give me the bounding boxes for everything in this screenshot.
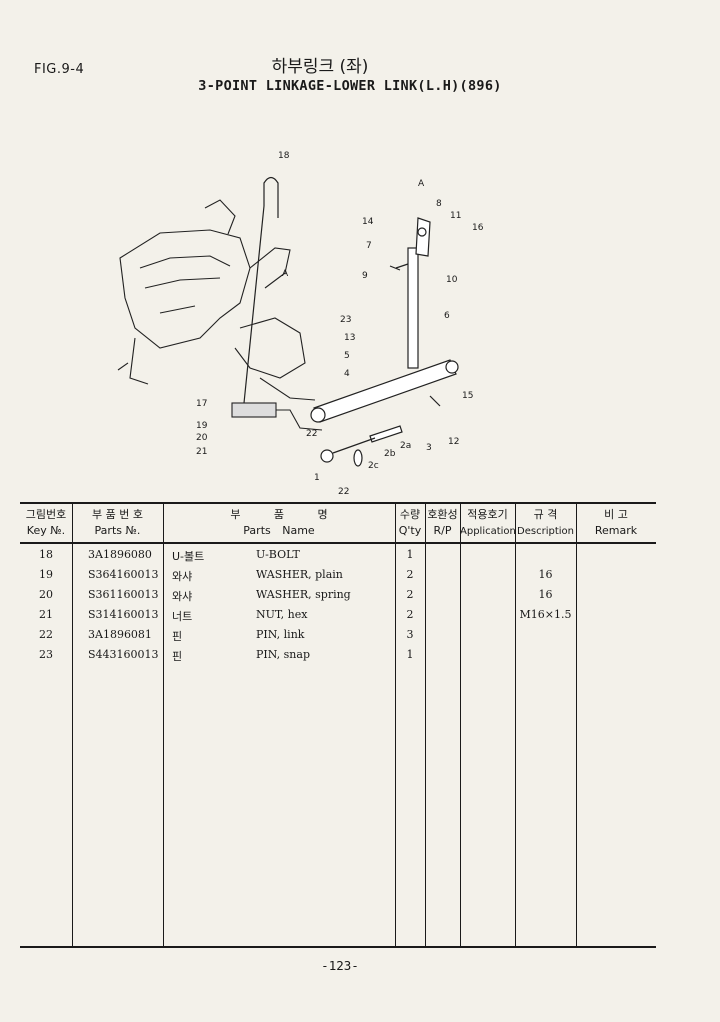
- header-remark-ko: 비 고: [604, 508, 628, 521]
- cell-key: 19: [39, 568, 53, 581]
- header-interchange-en: R/P: [433, 524, 452, 537]
- exploded-parts-diagram: 18 A 8 11 16 14 7 9 10 A 6 23 13 5 4 15 …: [117, 151, 484, 497]
- cell-part-no: S361160013: [88, 588, 159, 601]
- header-parts-name-en: Parts Name: [243, 524, 315, 537]
- cell-part-no: S443160013: [88, 648, 159, 661]
- cell-description: 16: [538, 588, 553, 601]
- callout-9: 9: [362, 271, 368, 281]
- table-row: 21 S314160013 너트 NUT, hex 2 M16×1.5: [20, 608, 656, 627]
- cell-description: M16×1.5: [519, 608, 572, 621]
- callout-14: 14: [362, 217, 374, 227]
- callout-2b: 2b: [384, 449, 396, 459]
- page-title-korean: 하부링크 (좌): [271, 57, 369, 77]
- callout-7: 7: [366, 241, 372, 251]
- tractor-body-sketch: [117, 199, 323, 431]
- callout-2a: 2a: [400, 441, 411, 451]
- cell-part-no: S364160013: [88, 568, 159, 581]
- cell-name-en: U-BOLT: [256, 548, 300, 561]
- cell-name-ko: 와샤: [172, 590, 193, 603]
- callout-6: 6: [444, 311, 450, 321]
- callout-23: 23: [340, 315, 351, 325]
- callout-10: 10: [446, 275, 458, 285]
- header-description-ko: 규 격: [533, 508, 558, 521]
- cell-name-en: NUT, hex: [256, 608, 308, 621]
- cell-qty: 1: [406, 648, 414, 661]
- callout-4: 4: [344, 369, 350, 379]
- cell-key: 18: [39, 548, 53, 561]
- callout-18: 18: [278, 151, 290, 161]
- cell-key: 23: [39, 648, 53, 661]
- callout-12: 12: [448, 437, 459, 447]
- header-application-en: Application: [460, 526, 516, 537]
- callout-2c: 2c: [368, 461, 379, 471]
- cell-name-ko: 핀: [172, 650, 183, 663]
- cell-name-en: PIN, link: [256, 628, 305, 641]
- callout-5: 5: [344, 351, 350, 361]
- page-title-english: 3-POINT LINKAGE-LOWER LINK(L.H)(896): [198, 78, 502, 94]
- cell-name-en: PIN, snap: [256, 648, 310, 661]
- cell-key: 21: [39, 608, 53, 621]
- diagram-callouts: 18 A 8 11 16 14 7 9 10 A 6 23 13 5 4 15 …: [196, 151, 484, 497]
- header-remark-en: Remark: [594, 524, 638, 537]
- cell-qty: 2: [406, 588, 414, 601]
- header-key-ko: 그림번호: [25, 508, 67, 521]
- callout-21: 21: [196, 447, 207, 457]
- cell-part-no: 3A1896080: [88, 548, 152, 561]
- callout-17: 17: [196, 399, 207, 409]
- cell-name-en: WASHER, plain: [256, 568, 343, 581]
- callout-1: 1: [314, 473, 320, 483]
- cell-qty: 2: [406, 568, 414, 581]
- cell-qty: 1: [406, 548, 414, 561]
- header-parts-no-ko: 부 품 번 호: [92, 508, 143, 521]
- header-parts-no-en: Parts №.: [94, 524, 141, 537]
- cell-name-ko: 너트: [172, 610, 193, 623]
- callout-a-left: A: [282, 269, 289, 279]
- cell-qty: 2: [406, 608, 414, 621]
- parts-list-table: 그림번호 Key №. 부 품 번 호 Parts №. 부 품 명 Parts…: [20, 502, 656, 948]
- table-row: 19 S364160013 와샤 WASHER, plain 2 16: [20, 568, 656, 587]
- cell-key: 20: [39, 588, 53, 601]
- callout-15: 15: [462, 391, 473, 401]
- header-description-en: Description: [517, 526, 574, 537]
- cell-qty: 3: [406, 628, 414, 641]
- cell-key: 22: [39, 628, 53, 641]
- header-key-en: Key №.: [26, 524, 66, 537]
- callout-22-upper: 22: [306, 429, 317, 439]
- callout-a-top: A: [418, 179, 425, 189]
- header-interchange-ko: 호환성: [427, 508, 458, 521]
- callout-16: 16: [472, 223, 484, 233]
- table-row: 18 3A1896080 U-볼트 U-BOLT 1: [20, 548, 656, 567]
- callout-11: 11: [450, 211, 461, 221]
- callout-3: 3: [426, 443, 432, 453]
- header-qty-en: Q'ty: [398, 524, 422, 537]
- lower-link-assembly: [310, 217, 459, 467]
- header-application-ko: 적용호기: [467, 508, 508, 521]
- callout-22-lower: 22: [338, 487, 349, 497]
- figure-label: FIG.9-4: [34, 62, 85, 77]
- table-row: 22 3A1896081 핀 PIN, link 3: [20, 628, 656, 647]
- cell-description: 16: [538, 568, 553, 581]
- callout-20: 20: [196, 433, 208, 443]
- u-bolt-shape: [243, 176, 279, 404]
- callout-19: 19: [196, 421, 208, 431]
- cell-name-en: WASHER, spring: [256, 588, 351, 601]
- cell-part-no: S314160013: [88, 608, 159, 621]
- page-number: -123-: [321, 958, 359, 973]
- cell-name-ko: U-볼트: [172, 550, 205, 563]
- cell-name-ko: 와샤: [172, 570, 193, 583]
- header-parts-name-ko: 부 품 명: [230, 508, 328, 521]
- callout-8: 8: [436, 199, 442, 209]
- cell-name-ko: 핀: [172, 630, 183, 643]
- callout-13: 13: [344, 333, 355, 343]
- table-row: 20 S361160013 와샤 WASHER, spring 2 16: [20, 588, 656, 607]
- table-row: 23 S443160013 핀 PIN, snap 1: [20, 648, 656, 667]
- header-qty-ko: 수량: [399, 508, 421, 521]
- cell-part-no: 3A1896081: [88, 628, 152, 641]
